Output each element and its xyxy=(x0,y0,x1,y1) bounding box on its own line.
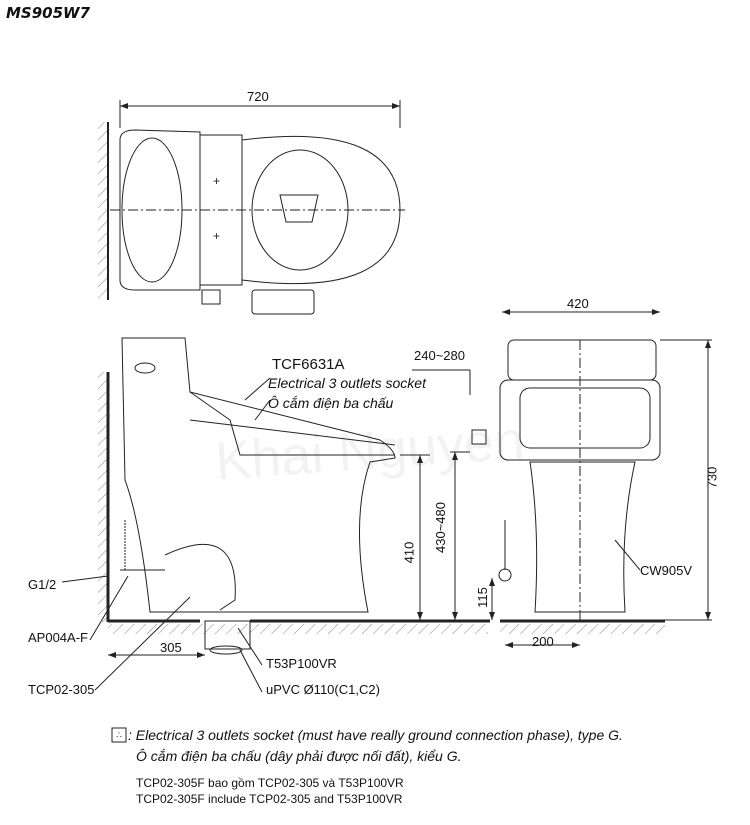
dim-rough-in: 305 xyxy=(160,640,182,655)
socket-label-en: Electrical 3 outlets socket xyxy=(268,375,426,391)
label-adapter: T53P100VR xyxy=(266,656,337,671)
socket-legend-icon xyxy=(111,727,127,743)
dim-socket-offset: 240~280 xyxy=(414,348,465,363)
model-title: MS905W7 xyxy=(6,4,91,22)
front-model-label: CW905V xyxy=(640,563,693,578)
dim-top-width: 720 xyxy=(247,89,269,104)
dim-base-width: 200 xyxy=(532,634,554,649)
dim-front-height: 730 xyxy=(704,466,720,489)
dim-seat-height: 410 xyxy=(401,541,417,564)
dim-front-width: 420 xyxy=(567,296,589,311)
socket-label-vi: Ô cắm điện ba chấu xyxy=(268,395,394,411)
side-view xyxy=(61,337,490,693)
note-line-1: TCP02-305F bao gồm TCP02-305 và T53P100V… xyxy=(136,776,404,790)
svg-text:+: + xyxy=(213,229,220,243)
label-inlet: G1/2 xyxy=(28,577,57,592)
note-socket-vi: Ô cắm điện ba chấu (dây phải được nối đấ… xyxy=(136,748,462,764)
label-valve: AP004A-F xyxy=(28,630,88,645)
note-socket-en: : Electrical 3 outlets socket (must have… xyxy=(128,727,623,743)
dim-inlet-height: 115 xyxy=(474,587,490,608)
note-line-2: TCP02-305F include TCP02-305 and T53P100… xyxy=(136,792,403,806)
svg-text:∴: ∴ xyxy=(116,730,122,740)
seat-model-label: TCF6631A xyxy=(272,356,345,373)
label-pipe: uPVC Ø110(C1,C2) xyxy=(266,682,380,697)
front-view xyxy=(489,309,712,648)
dim-socket-height: 430~480 xyxy=(432,502,448,553)
top-view: + + xyxy=(98,100,405,315)
label-flange: TCP02-305 xyxy=(28,682,95,697)
svg-text:+: + xyxy=(213,174,220,188)
